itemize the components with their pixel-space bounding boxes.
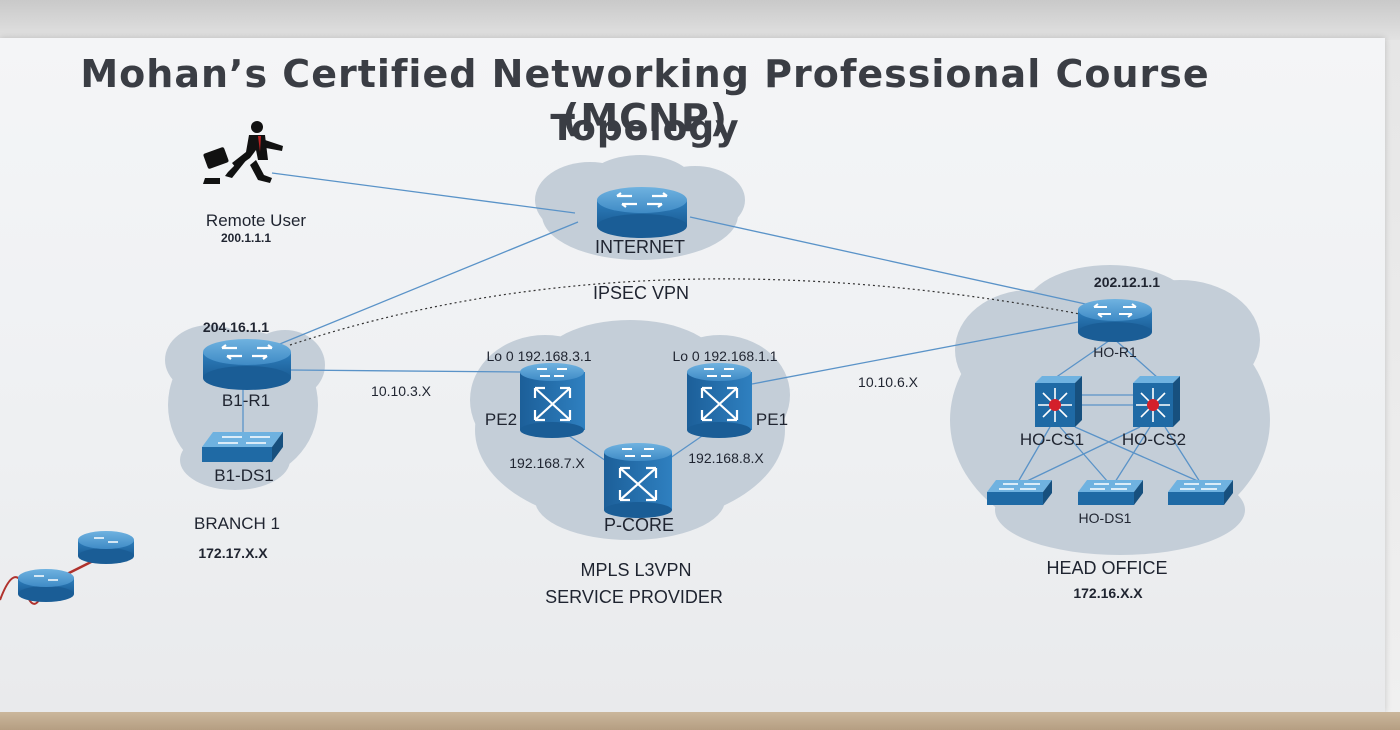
link-internet-hor1 — [689, 216, 1091, 306]
p-core-label: P-CORE — [603, 515, 675, 535]
ho-ds-switch-right-icon — [1168, 480, 1233, 505]
wall-background — [0, 0, 1400, 40]
b1-ds1-label: B1-DS1 — [214, 466, 274, 485]
pe2-switch-router-icon — [520, 363, 585, 438]
ho-link-label: 10.10.6.X — [858, 374, 918, 390]
link-hocs2-ds-right — [1164, 426, 1201, 483]
ho-r1-ip: 202.12.1.1 — [1093, 274, 1161, 290]
link-b1r1-internet — [269, 221, 579, 349]
mpls-name-line1: MPLS L3VPN — [580, 560, 692, 580]
decorative-router-pair — [0, 531, 134, 605]
ho-cs2-label: HO-CS2 — [1121, 430, 1187, 449]
ho-ds-switch-left-icon — [987, 480, 1052, 505]
remote-user-label: Remote User — [205, 211, 307, 230]
ho-ds1-switch-icon — [1078, 480, 1143, 505]
floor-strip — [0, 712, 1400, 730]
ipsec-vpn-label: IPSEC VPN — [592, 283, 690, 303]
internet-router-icon — [597, 187, 687, 238]
branch-subnet: 172.17.X.X — [198, 545, 268, 561]
branch-link-label: 10.10.3.X — [371, 383, 431, 399]
pe2-label: PE2 — [484, 410, 518, 429]
internet-label: INTERNET — [595, 237, 685, 257]
pe2-core-link-label: 192.168.7.X — [509, 455, 585, 471]
link-hocs2-ds-mid — [1114, 426, 1151, 483]
link-hocs1-ds-right — [1074, 426, 1201, 483]
link-pe1-hor1 — [751, 321, 1079, 385]
mpls-name-line2: SERVICE PROVIDER — [545, 587, 723, 607]
pe1-core-link-label: 192.168.8.X — [688, 450, 764, 466]
pe2-loopback: Lo 0 192.168.3.1 — [486, 348, 592, 364]
topology-diagram — [0, 121, 1270, 605]
pe1-switch-router-icon — [687, 363, 752, 438]
ho-r1-router-icon — [1078, 299, 1152, 342]
link-hocs2-ds-left — [1024, 426, 1141, 483]
link-hocs1-ds-left — [1017, 426, 1051, 483]
b1-ds1-switch-icon — [202, 432, 283, 462]
page-title: Mohan’s Certified Networking Professiona… — [80, 52, 1210, 140]
page-subtitle: Topology — [550, 108, 740, 149]
ho-ds1-label: HO-DS1 — [1078, 510, 1132, 526]
link-remoteuser-internet — [271, 172, 576, 214]
link-hor1-hocs2 — [1112, 337, 1159, 379]
branch-name: BRANCH 1 — [194, 514, 280, 533]
link-hor1-hocs1 — [1054, 337, 1114, 379]
link-b1r1-pe2 — [289, 369, 521, 373]
b1-r1-label: B1-R1 — [221, 391, 271, 410]
ho-cs1-label: HO-CS1 — [1019, 430, 1085, 449]
p-core-switch-router-icon — [604, 443, 672, 518]
b1-r1-router-icon — [203, 339, 291, 390]
pe1-label: PE1 — [755, 410, 789, 429]
head-office-name: HEAD OFFICE — [1046, 558, 1168, 578]
head-office-subnet: 172.16.X.X — [1073, 585, 1143, 601]
remote-user-ip: 200.1.1.1 — [220, 231, 272, 245]
ho-cs1-core-switch-icon — [1035, 376, 1082, 427]
pe1-loopback: Lo 0 192.168.1.1 — [672, 348, 778, 364]
ho-r1-label: HO-R1 — [1093, 344, 1137, 360]
ho-cs2-core-switch-icon — [1133, 376, 1180, 427]
ipsec-vpn-tunnel — [289, 278, 1086, 346]
remote-user-icon — [203, 121, 283, 184]
b1-r1-ip: 204.16.1.1 — [202, 319, 270, 335]
